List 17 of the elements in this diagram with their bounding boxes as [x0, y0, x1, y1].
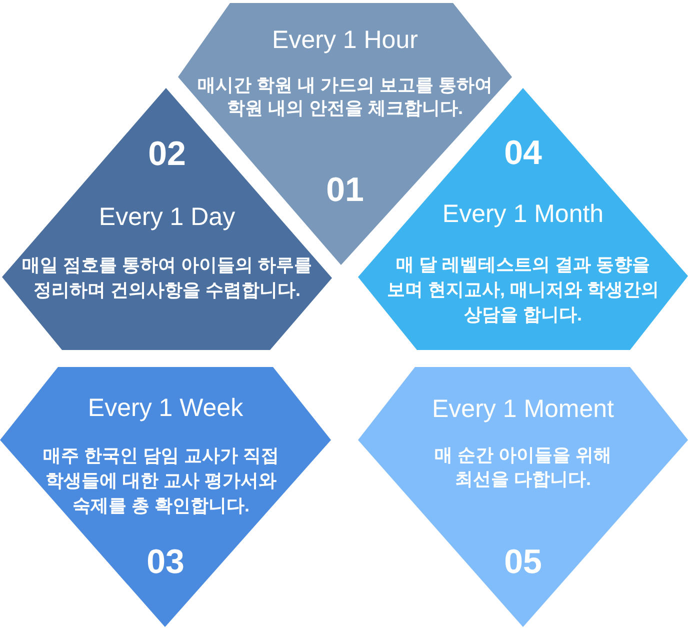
pentagon-panel [0, 367, 331, 627]
panel-heading: Every 1 Moment [432, 394, 614, 424]
step-number: 05 [504, 544, 542, 580]
panel-heading: Every 1 Month [442, 199, 604, 229]
pentagon-panel [358, 367, 688, 627]
step-number: 01 [326, 172, 364, 208]
panel-heading: Every 1 Day [98, 202, 236, 232]
panel-text: 매 순간 아이들을 위해 최선을 다합니다. [434, 444, 612, 491]
step-number: 02 [148, 136, 186, 172]
panel-heading: Every 1 Hour [272, 25, 418, 55]
panel-text: 매 달 레벨테스트의 결과 동향을 보며 현지교사, 매니저와 학생간의 상담을 합니다. [387, 254, 659, 326]
panel-text: 매시간 학원 내 가드의 보고를 통하여 학원 내의 안전을 체크합니다. [198, 74, 492, 120]
panel-text: 매주 한국인 담임 교사가 직접 학생들에 대한 교사 평가서와 숙제를 총 확인합니다. [43, 444, 279, 518]
step-number: 03 [146, 544, 184, 580]
step-number: 04 [504, 135, 542, 171]
panel-text: 매일 점호를 통하여 아이들의 하루를 정리하며 건의사항을 수렴합니다. [22, 254, 312, 302]
panel-heading: Every 1 Week [88, 393, 244, 423]
